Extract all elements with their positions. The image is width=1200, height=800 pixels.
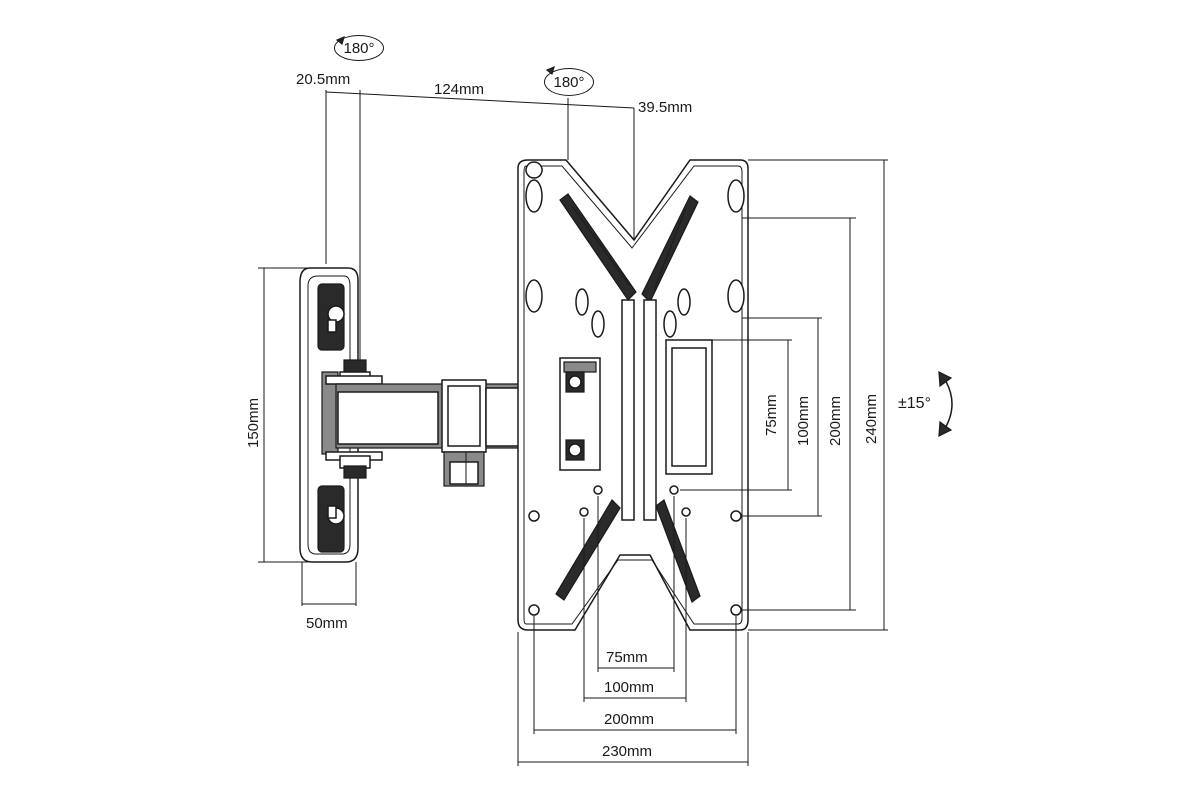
plate-width-label: 230mm: [602, 743, 653, 760]
rotation-ring-plate: 180°: [544, 68, 594, 96]
vesa-height-100-label: 100mm: [795, 395, 812, 446]
dimension-lines: [258, 90, 888, 766]
vesa-plate: [518, 160, 748, 630]
vesa-height-200-label: 200mm: [827, 395, 844, 446]
wall-height-label: 150mm: [245, 397, 262, 448]
plate-height-label: 240mm: [863, 393, 880, 444]
rotation-arm-label: 180°: [343, 39, 375, 57]
vesa-width-200-label: 200mm: [604, 711, 655, 728]
vesa-height-75-label: 75mm: [763, 394, 780, 436]
wall-depth-label: 50mm: [306, 615, 348, 632]
tilt-label: ±15°: [898, 395, 931, 412]
arm-length-label: 124mm: [434, 81, 485, 98]
offset-wall-label: 20.5mm: [296, 71, 351, 88]
rotation-plate-label: 180°: [553, 73, 585, 91]
wall-plate: [300, 268, 358, 562]
vesa-width-100-label: 100mm: [604, 679, 655, 696]
vesa-holes: [529, 486, 741, 615]
offset-plate-label: 39.5mm: [638, 99, 693, 116]
tilt-arrow-icon: [939, 372, 952, 436]
rotation-ring-arm: 180°: [334, 35, 384, 61]
vesa-width-75-label: 75mm: [606, 649, 648, 666]
keyhole-slots: [526, 162, 744, 337]
